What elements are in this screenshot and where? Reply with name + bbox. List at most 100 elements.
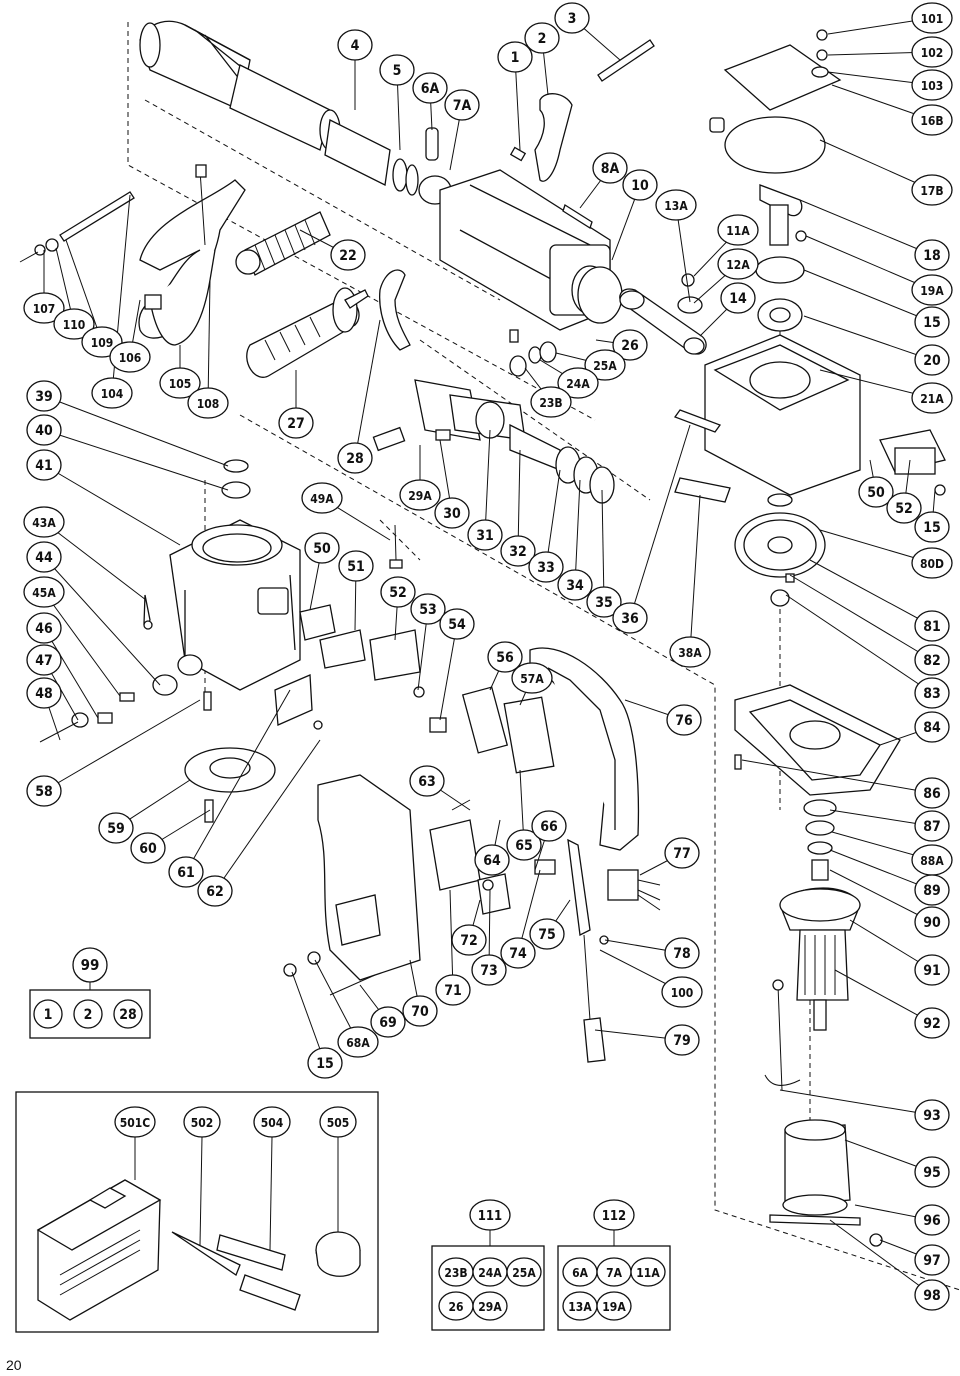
callout-circle — [554, 2, 590, 34]
callout-leader-92 — [834, 969, 933, 1024]
callout-circle — [664, 1024, 700, 1056]
callout-circle — [197, 875, 233, 907]
kit-111-part-1: 23B — [444, 1266, 467, 1280]
callout-label: 22 — [339, 248, 357, 264]
callout-leader-40 — [43, 429, 229, 491]
callout-label: 46 — [35, 621, 53, 637]
callout-circle — [487, 641, 523, 673]
callout-leader-89 — [829, 849, 933, 891]
callout-91: 91 — [914, 954, 950, 986]
callout-label: 74 — [509, 946, 527, 962]
callout-circle — [592, 152, 628, 184]
callout-circle — [557, 569, 593, 601]
callout-circle — [914, 954, 950, 986]
callout-73: 73 — [471, 954, 507, 986]
callout-leader-43a — [43, 521, 147, 601]
callout-label: 84 — [923, 720, 941, 736]
callout-circle — [109, 341, 151, 373]
callout-label: 17B — [920, 184, 943, 198]
callout-30: 30 — [434, 497, 470, 529]
callout-label: 96 — [923, 1213, 941, 1229]
callout-label: 68A — [346, 1036, 370, 1050]
callout-circle — [168, 856, 204, 888]
callout-circle — [612, 329, 648, 361]
callout-circle — [669, 636, 711, 668]
callout-label: 39 — [35, 389, 53, 405]
callout-15: 15 — [914, 511, 950, 543]
callout-label: 49A — [310, 492, 334, 506]
callout-circle — [26, 541, 62, 573]
callout-circle — [911, 547, 953, 579]
callout-label: 1 — [511, 50, 520, 66]
callout-label: 106 — [119, 351, 142, 365]
callout-circle — [528, 551, 564, 583]
kit-111-parts: 23B 24A 25A 26 29A — [438, 1257, 542, 1321]
callout-label: 2 — [538, 31, 547, 47]
callout-38a: 38A — [669, 636, 711, 668]
callout-circle — [497, 41, 533, 73]
callout-label: 36 — [621, 611, 639, 627]
callout-circle — [914, 239, 950, 271]
callout-28: 28 — [337, 442, 373, 474]
callout-label: 83 — [923, 686, 941, 702]
callout-label: 44 — [35, 550, 53, 566]
callout-108: 108 — [187, 387, 229, 419]
callout-label: 79 — [673, 1033, 691, 1049]
callout-label: 26 — [621, 338, 639, 354]
callout-label: 45A — [32, 586, 56, 600]
callout-label: 48 — [35, 686, 53, 702]
callout-leader-54 — [439, 623, 458, 721]
connecting-rod-parts — [372, 39, 707, 504]
callout-label: 50 — [313, 541, 331, 557]
callout-23b: 23B — [530, 386, 572, 418]
callout-label: 59 — [107, 821, 125, 837]
callout-label: 90 — [923, 915, 941, 931]
callout-leader-36 — [629, 424, 691, 619]
callout-label: 75 — [538, 927, 556, 943]
callout-93: 93 — [914, 1099, 950, 1131]
callout-circle — [914, 677, 950, 709]
callout-circle — [858, 476, 894, 508]
callout-52: 52 — [886, 492, 922, 524]
callout-leader-33 — [545, 469, 561, 568]
callout-53: 53 — [410, 593, 446, 625]
callout-leader-83 — [785, 594, 933, 694]
callout-label: 35 — [595, 595, 613, 611]
callout-4: 4 — [337, 29, 373, 61]
callout-label: 72 — [460, 933, 478, 949]
kit-112-part-2: 7A — [606, 1266, 623, 1280]
callout-circle — [53, 308, 95, 340]
callout-label: 30 — [443, 506, 461, 522]
callout-12a: 12A — [717, 248, 759, 280]
callout-97: 97 — [914, 1244, 950, 1276]
callout-16b: 16B — [911, 104, 953, 136]
callout-70: 70 — [402, 995, 438, 1027]
callout-87: 87 — [914, 810, 950, 842]
callout-label: 23B — [539, 396, 562, 410]
callout-84: 84 — [914, 711, 950, 743]
kit-111-part-4: 26 — [448, 1300, 463, 1314]
housing-assembly — [39, 459, 323, 823]
callout-leader-39 — [43, 395, 229, 467]
callout-2: 2 — [524, 22, 560, 54]
callout-leader-41 — [43, 464, 181, 546]
callout-circle — [720, 282, 756, 314]
callout-label: 50 — [867, 485, 885, 501]
callout-label: 88A — [920, 854, 944, 868]
callout-label: 18 — [923, 248, 941, 264]
callout-circle — [467, 519, 503, 551]
callout-81: 81 — [914, 610, 950, 642]
callout-leader-15 — [803, 269, 933, 323]
callout-25a: 25A — [584, 349, 626, 381]
callout-label: 27 — [287, 416, 305, 432]
callout-59: 59 — [98, 812, 134, 844]
callout-40: 40 — [26, 414, 62, 446]
callout-leader-109 — [65, 239, 103, 343]
callout-circle — [911, 36, 953, 68]
callout-label: 53 — [419, 602, 437, 618]
callout-circle — [278, 407, 314, 439]
callout-circle — [911, 174, 953, 206]
callout-label: 60 — [139, 841, 157, 857]
callout-circle — [159, 367, 201, 399]
